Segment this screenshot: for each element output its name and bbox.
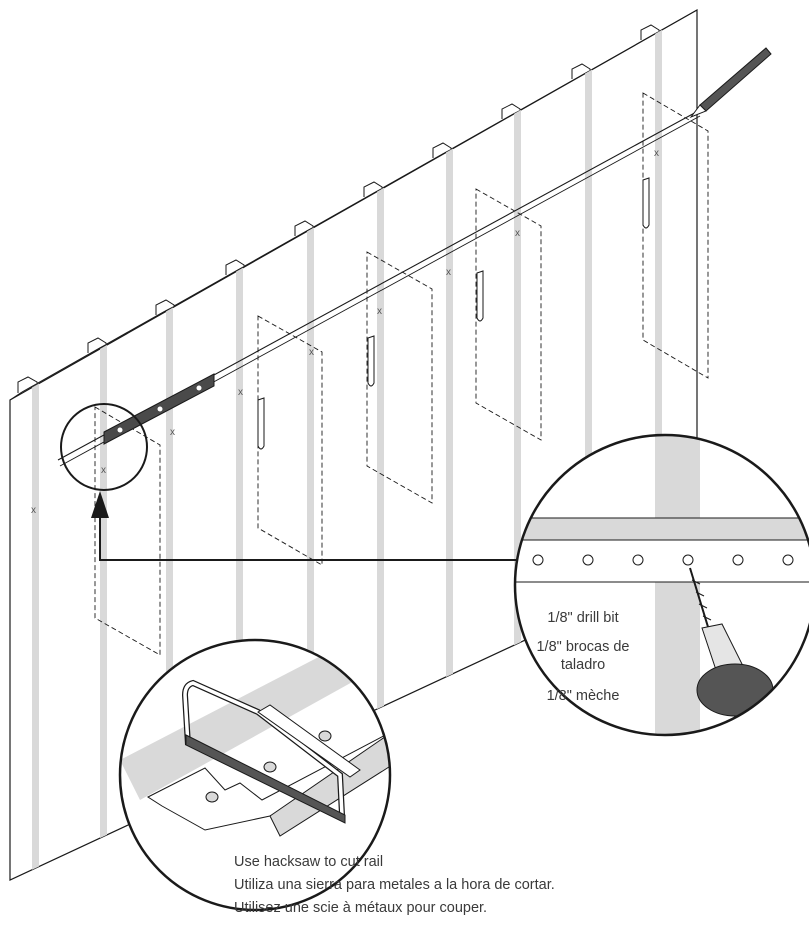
cabinet-outline-3 (366, 251, 433, 504)
highlight-circle (60, 403, 148, 491)
drill-label-fr: 1/8" mèche (546, 688, 620, 705)
stud-mark: x (170, 427, 175, 438)
drill-label-es: 1/8" brocas de taladro (536, 639, 630, 673)
callout-arrow (91, 491, 520, 561)
stud-top-2 (87, 337, 107, 353)
hacksaw (181, 679, 361, 824)
drill-bit (689, 567, 774, 717)
stud-top-7 (432, 142, 452, 158)
rail-hole (532, 554, 544, 566)
stud-mark: x (309, 347, 314, 358)
stud-top-9 (571, 63, 591, 79)
rail-hole (632, 554, 644, 566)
stud-mark: x (654, 148, 659, 159)
stud-mark: x (238, 387, 243, 398)
hanger-hook-1 (257, 397, 265, 450)
stud-top-1 (17, 376, 38, 393)
stud-mark: x (31, 505, 36, 516)
stud-9 (585, 10, 592, 880)
drill-zoom-circle (513, 433, 809, 737)
cabinet-outline-2 (257, 315, 323, 566)
stud-6 (377, 10, 384, 880)
stud-mark: x (101, 465, 106, 476)
stud-4 (236, 10, 243, 880)
wall-studs (32, 10, 662, 880)
stud-mark: x (377, 306, 382, 317)
rail-hole (582, 554, 594, 566)
hanger-hook-4 (642, 177, 650, 229)
hanger-hooks (257, 177, 650, 450)
cabinet-outline-5 (642, 92, 709, 379)
stud-7 (446, 10, 453, 880)
rail-hole (782, 554, 794, 566)
stud-8 (514, 10, 521, 880)
drill-callout-text: 1/8" drill bit 1/8" brocas de taladro 1/… (508, 610, 658, 706)
stud-top-10 (640, 24, 660, 40)
drill-label-en: 1/8" drill bit (547, 610, 619, 626)
hanger-hook-2 (367, 335, 375, 387)
stud-top-3 (155, 299, 175, 315)
stud-5 (307, 10, 314, 880)
stud-top-4 (225, 259, 245, 275)
hanger-hook-3 (476, 270, 484, 322)
rail-hole (682, 554, 694, 566)
stud-1 (32, 10, 39, 880)
saw-callout-text: Use hacksaw to cut rail Utiliza una sier… (234, 854, 555, 923)
cabinet-outline-4 (475, 188, 542, 441)
rail (57, 109, 701, 467)
rail-hole (732, 554, 744, 566)
saw-label-es: Utiliza una sierra para metales a la hor… (234, 876, 555, 893)
stud-marks: x x x x x x x x x (31, 148, 659, 516)
saw-label-en: Use hacksaw to cut rail (234, 854, 384, 870)
stud-mark: x (446, 267, 451, 278)
pencil (689, 47, 772, 119)
stud-2 (100, 10, 107, 880)
cabinet-outline-1 (94, 406, 161, 656)
stud-mark: x (515, 228, 520, 239)
cabinet-outlines (94, 92, 709, 656)
saw-label-fr: Utilisez une scie à métaux pour couper. (234, 899, 488, 916)
stud-top-8 (501, 103, 521, 119)
stud-3 (166, 10, 173, 880)
rail-section (146, 729, 390, 831)
stud-top-5 (294, 220, 314, 236)
stud-top-6 (363, 181, 383, 197)
stud-tops (17, 24, 660, 393)
